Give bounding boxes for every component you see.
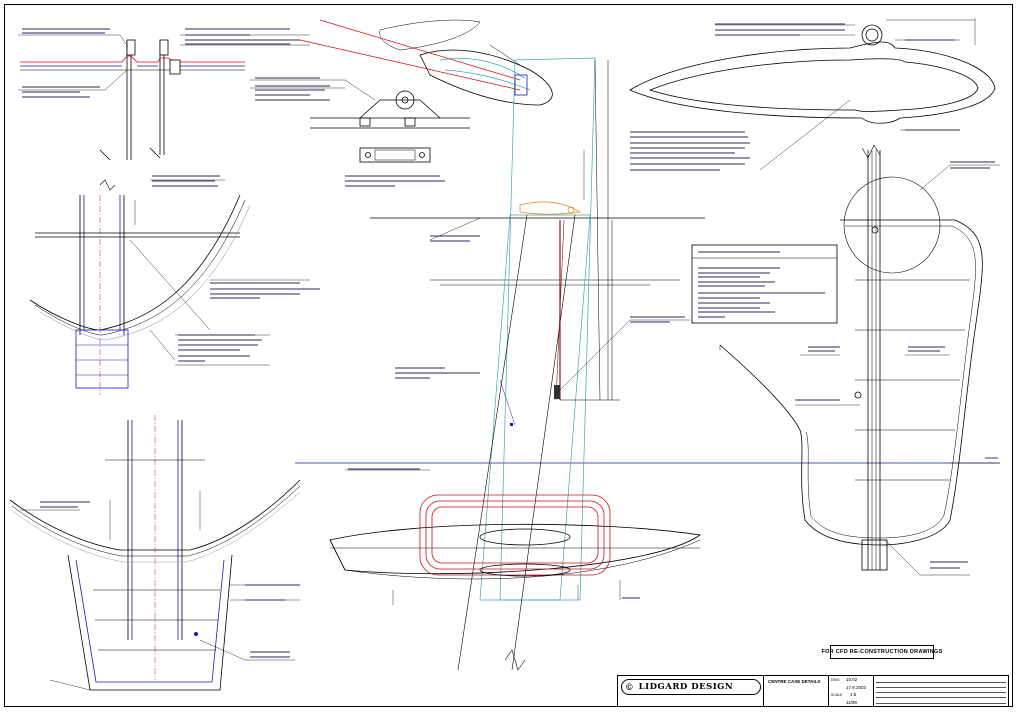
drawing-stamp: FOR CFD RE-CONSTRUCTION DRAWINGS [821,645,942,659]
detail-pivot-3d [299,19,553,106]
detail-rudder-view [719,144,1000,576]
sheet-number: 11/98 [846,700,857,705]
main-daggerboard-assembly [295,57,1000,671]
stamp-label: FOR CFD RE-CONSTRUCTION DRAWINGS [821,649,943,655]
copyright-icon: © [626,682,633,692]
drawing-subtitle-line [768,688,769,692]
title-block: © LIDGARD DESIGN CENTRE CASE DETAILS DWG… [617,675,1009,707]
detail-keel-box [9,415,301,691]
center-notes-box [691,244,838,324]
title-block-divider [763,676,764,706]
drawing-title: CENTRE CASE DETAILS [768,679,821,684]
detail-deck-flange [18,34,310,161]
title-block-divider [873,676,874,706]
drawing-scale: 1:5 [850,692,857,697]
scale-label: SCALE [831,693,843,697]
title-block-divider [828,676,829,706]
sheet-border [4,4,1013,707]
dwg-label: DWG [831,678,840,682]
company-address-line [622,698,760,702]
detail-pivot-bearing [250,79,470,163]
drawing-date: 17.9.2003 [846,685,867,690]
company-name: LIDGARD DESIGN [638,682,734,692]
annotation-text-lines [22,23,998,658]
detail-tube-through-hull [29,179,310,395]
dwg-number: 15.02 [846,677,858,682]
detail-board-section [629,18,996,171]
title-block-notes [876,678,1006,706]
company-logo: © LIDGARD DESIGN [621,679,761,695]
